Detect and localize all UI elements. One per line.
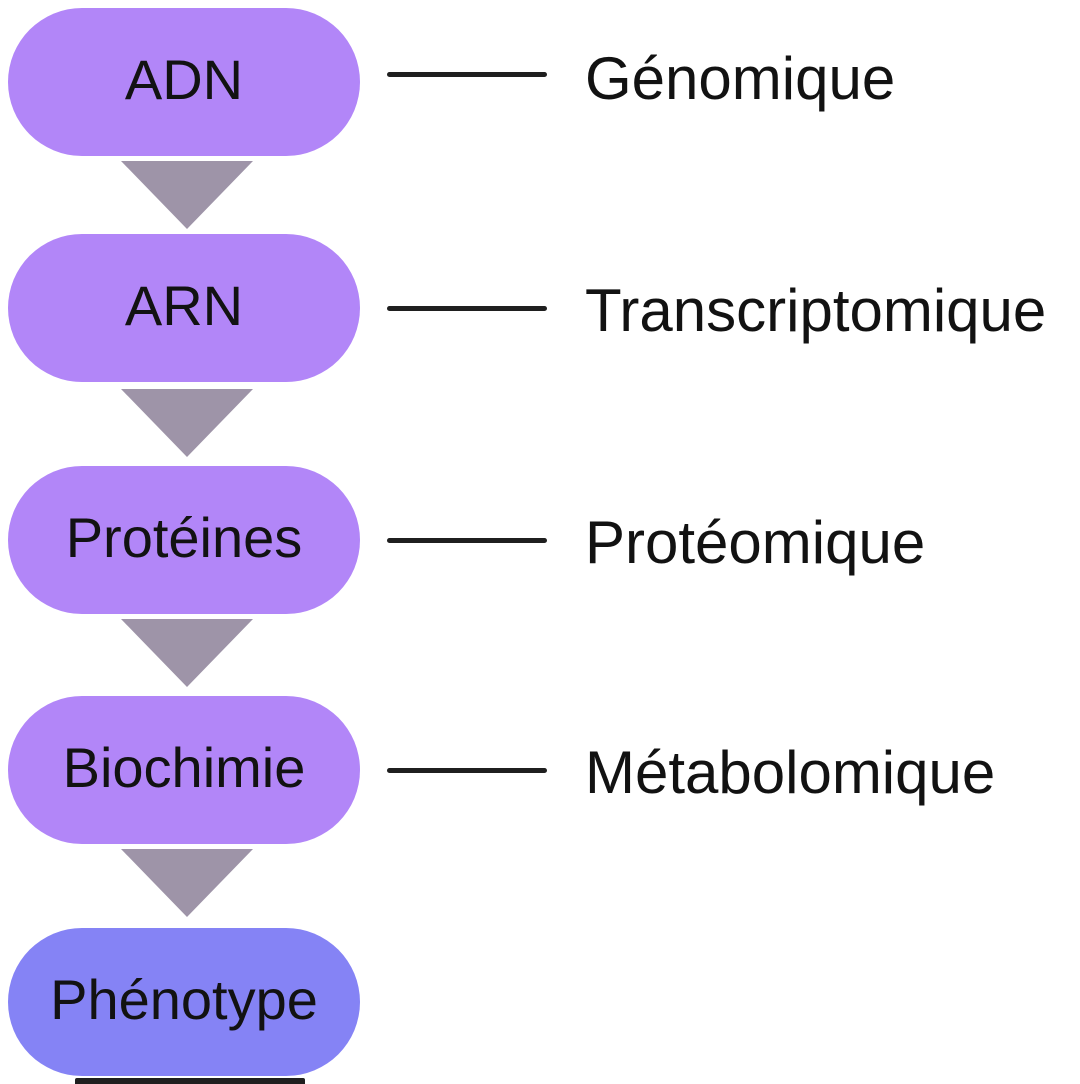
down-arrow-icon-4 [121, 849, 253, 917]
node-arn-label: ARN [124, 274, 244, 337]
label-proteomique: Protéomique [585, 509, 926, 576]
node-adn: ADN [8, 8, 360, 156]
down-arrow-icon-3 [121, 619, 253, 687]
label-transcriptomique: Transcriptomique [585, 277, 1047, 344]
node-proteines-label: Protéines [65, 506, 303, 569]
node-biochimie-label: Biochimie [62, 736, 306, 799]
label-genomique: Génomique [585, 45, 896, 112]
down-arrow-icon-2 [121, 389, 253, 457]
node-adn-label: ADN [124, 48, 244, 111]
label-metabolomique: Métabolomique [585, 739, 996, 806]
cropped-shape-bottom [75, 1078, 305, 1084]
connector-line-proteomique [387, 538, 547, 543]
connector-line-transcriptomique [387, 306, 547, 311]
node-arn: ARN [8, 234, 360, 382]
down-arrow-icon-1 [121, 161, 253, 229]
node-biochimie: Biochimie [8, 696, 360, 844]
node-phenotype-label: Phénotype [50, 968, 318, 1031]
node-proteines: Protéines [8, 466, 360, 614]
connector-line-metabolomique [387, 768, 547, 773]
connector-line-genomique [387, 72, 547, 77]
node-phenotype: Phénotype [8, 928, 360, 1076]
